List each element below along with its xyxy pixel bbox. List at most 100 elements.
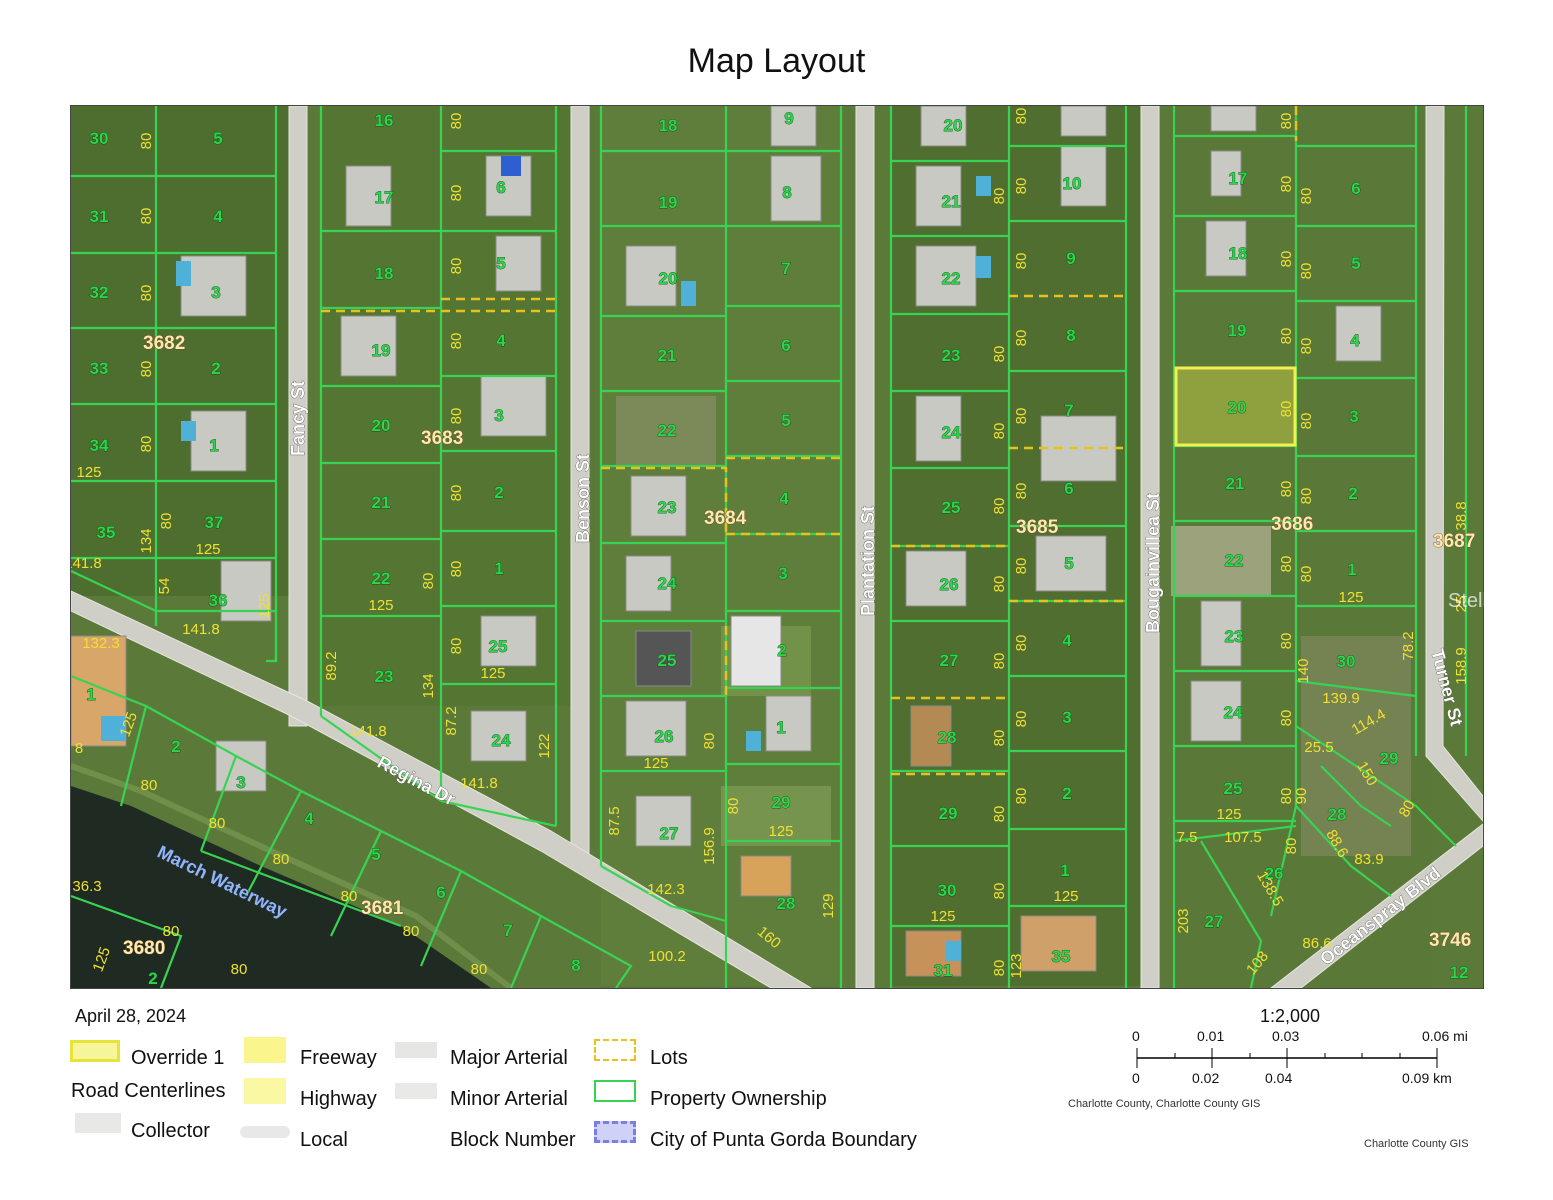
- lot-label: 24: [1224, 703, 1243, 722]
- scale-tick-km: 0.04: [1265, 1070, 1293, 1086]
- house: [635, 630, 692, 687]
- lot-label: 5: [1351, 254, 1360, 273]
- lot-label: 30: [90, 129, 109, 148]
- dim-label: 80: [1013, 788, 1030, 805]
- dim-label: 80: [1278, 788, 1295, 805]
- dim-label: 80: [991, 806, 1008, 823]
- lot-label: 27: [940, 651, 959, 670]
- dim-label: 80: [991, 498, 1008, 515]
- lot-label: 26: [655, 727, 674, 746]
- lot-label: 24: [658, 574, 677, 593]
- credit-line-1: Charlotte County, Charlotte County GIS: [1068, 1098, 1261, 1110]
- dim-label: 80: [1013, 483, 1030, 500]
- lot-label: 21: [1226, 474, 1245, 493]
- block-label: 3682: [143, 333, 185, 354]
- house: [905, 550, 967, 607]
- pools: [101, 156, 991, 961]
- lot-label: 30: [938, 881, 957, 900]
- dim-label: 80: [1013, 178, 1030, 195]
- lot-label: 19: [659, 193, 678, 212]
- dim-label: 125: [256, 593, 273, 618]
- house: [915, 395, 962, 462]
- dim-label: 90: [1293, 788, 1310, 805]
- scale-tick-km: 0.02: [1192, 1070, 1220, 1086]
- block-label: 3746: [1429, 930, 1471, 951]
- mls-watermark: StellarMLS: [1448, 590, 1546, 612]
- house: [1035, 535, 1107, 592]
- lot-label: 29: [1380, 749, 1399, 768]
- scale-tick-mi: 0.06 mi: [1422, 1028, 1468, 1044]
- dim-label: 80: [1283, 838, 1300, 855]
- block-label: 3681: [361, 898, 404, 919]
- lot-label: 19: [1228, 321, 1247, 340]
- legend-local: Local: [300, 1129, 348, 1151]
- lot-label: 4: [304, 809, 314, 828]
- legend-city-boundary: City of Punta Gorda Boundary: [650, 1129, 917, 1151]
- legend-highway: Highway: [300, 1088, 377, 1110]
- dim-label: 80: [1013, 711, 1030, 728]
- dim-label: 125: [768, 823, 793, 840]
- dim-label: 80: [1278, 176, 1295, 193]
- house: [480, 615, 537, 667]
- dim-label: 142.3: [647, 881, 685, 898]
- house: [740, 855, 792, 897]
- parcel-map[interactable]: Fancy St Benson St Plantation St Bougain…: [70, 105, 1484, 989]
- dim-label: 80: [991, 188, 1008, 205]
- lot-label: 5: [213, 129, 222, 148]
- dim-label: 134: [138, 528, 155, 553]
- legend-lots: Lots: [650, 1047, 688, 1069]
- lot-label: 34: [90, 436, 109, 455]
- house: [190, 410, 247, 472]
- sandy-patch: [1171, 526, 1271, 596]
- lot-label: 9: [1066, 249, 1075, 268]
- lot-label: 22: [1225, 551, 1244, 570]
- dim-label: 80: [138, 436, 155, 453]
- dim-label: 38.8: [1453, 501, 1470, 530]
- lot-label: 28: [1328, 805, 1347, 824]
- scale-tick-km: 0.09 km: [1402, 1070, 1452, 1086]
- lot-label: 3: [211, 283, 220, 302]
- dim-label: 80: [341, 888, 358, 905]
- lot-label: 4: [779, 489, 789, 508]
- dim-label: 80: [1013, 108, 1030, 125]
- lot-label: 4: [213, 207, 223, 226]
- dim-label: 123: [1008, 953, 1025, 978]
- lot-label: 24: [942, 423, 961, 442]
- dim-label: 80: [991, 960, 1008, 977]
- lot-label: 6: [496, 178, 505, 197]
- house: [630, 475, 687, 537]
- lot-label: 5: [496, 254, 505, 273]
- lot-label: 6: [781, 336, 790, 355]
- dim-label: 125: [1053, 888, 1078, 905]
- lot-label: 2: [211, 359, 220, 378]
- legend-block-number: Block Number: [450, 1129, 576, 1151]
- house: [765, 695, 812, 752]
- pool: [176, 261, 191, 286]
- lot-label: 25: [1224, 779, 1243, 798]
- lot-label: 3: [1349, 407, 1358, 426]
- local-swatch: [240, 1126, 290, 1138]
- lot-label: 21: [372, 493, 391, 512]
- pool: [101, 716, 126, 741]
- legend-major-arterial: Major Arterial: [450, 1047, 568, 1069]
- lot-label: 9: [784, 109, 793, 128]
- lot-label: 18: [659, 116, 678, 135]
- turner-st-road: [1425, 106, 1483, 822]
- vegetation-patch: [71, 106, 291, 596]
- dim-label: 80: [1298, 566, 1315, 583]
- lot-label: 4: [496, 331, 506, 350]
- house: [625, 700, 687, 757]
- dim-label: 158.9: [1453, 647, 1470, 685]
- oceanspray-blvd-road: [1270, 823, 1483, 988]
- lot-label: 3: [236, 773, 245, 792]
- house: [180, 255, 247, 317]
- dim-label: 80: [991, 653, 1008, 670]
- major-arterial-swatch: [395, 1042, 437, 1058]
- dim-label: 80: [1278, 401, 1295, 418]
- house: [1335, 305, 1382, 362]
- lot-label: 23: [1225, 627, 1244, 646]
- dim-label: 80: [1278, 251, 1295, 268]
- dim-label: 80: [1298, 188, 1315, 205]
- scale-ruler: [1136, 1048, 1438, 1068]
- dim-label: 100.2: [648, 948, 686, 965]
